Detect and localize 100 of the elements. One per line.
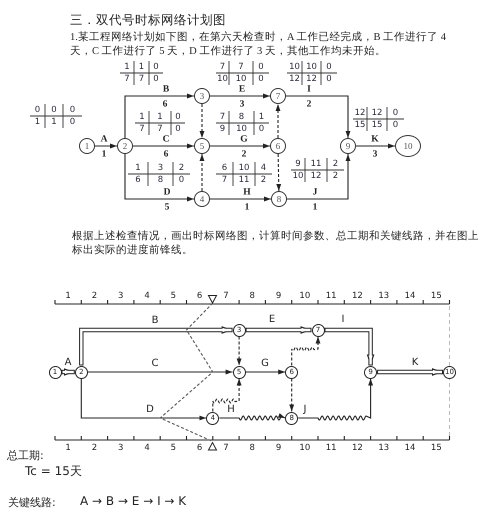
total-duration-label: 总工期: — [7, 450, 44, 461]
scale-number: 14 — [404, 292, 416, 300]
edge-label: I — [342, 315, 344, 325]
duration-label: 3 — [372, 150, 378, 160]
section-title: 三．双代号时标网络计划图 — [70, 14, 226, 26]
time-parameter: 0 — [175, 112, 181, 122]
double-line-arrow — [377, 368, 443, 376]
time-parameter: 2 — [260, 176, 266, 184]
time-parameter: 9 — [295, 160, 301, 168]
time-parameter: 10 — [238, 164, 250, 172]
edge-label: K — [371, 135, 379, 145]
time-parameter: 1 — [157, 112, 163, 122]
arrow — [133, 144, 194, 148]
edge-label: C — [162, 135, 170, 145]
time-parameter: 12 — [354, 108, 366, 118]
edge-label: J — [312, 188, 318, 198]
edge-label: E — [268, 315, 276, 325]
edge-label: G — [240, 135, 248, 145]
time-parameter: 0 — [34, 106, 40, 114]
scale-number: 4 — [144, 444, 150, 452]
time-parameter: 10 — [236, 74, 246, 84]
time-parameter: 0 — [392, 120, 398, 130]
arrow — [88, 370, 233, 374]
scale-number: 15 — [430, 444, 442, 452]
edge-label: J — [304, 405, 306, 415]
edge-label: A — [64, 358, 72, 368]
duration-label: 2 — [306, 100, 312, 110]
time-parameter: 10 — [292, 172, 304, 180]
time-parameter: 11 — [310, 160, 322, 168]
edge-label: K — [412, 358, 418, 368]
dashed-arrow — [200, 104, 204, 138]
time-parameter: 1 — [135, 164, 141, 172]
scale-number: 7 — [223, 292, 229, 300]
time-parameter: 0 — [153, 62, 159, 72]
time-parameter: 0 — [175, 124, 181, 134]
scale-number: 1 — [65, 292, 71, 300]
time-parameter: 1 — [51, 118, 57, 126]
time-parameter: 12 — [306, 74, 317, 84]
scale-number: 4 — [144, 292, 150, 300]
double-line-arrow — [246, 326, 312, 334]
time-parameter: 1 — [138, 62, 144, 72]
edge-label: H — [227, 405, 235, 415]
duration-label: 6 — [162, 100, 168, 110]
critical-path-label: 关键线路: — [8, 497, 56, 508]
time-parameter: 10 — [289, 62, 300, 72]
time-parameter: 7 — [222, 176, 228, 184]
question-text: 根据上述检查情况，画出时标网络图，计算时间参数、总工期和关键线路，并在图上标出实际的进度前锋线。 — [72, 230, 480, 258]
time-parameter: 0 — [326, 62, 332, 72]
total-duration-value: Tc = 15天 — [25, 465, 82, 477]
arrow — [210, 144, 270, 148]
dashed-arrow — [289, 378, 294, 412]
dashed-arrow — [276, 104, 280, 138]
duration-label: 1 — [102, 150, 106, 160]
dashed-arrow — [212, 378, 242, 412]
time-parameter: 10 — [306, 62, 317, 72]
edge-label: C — [152, 359, 158, 369]
check-date-marker — [208, 294, 218, 303]
dashed-arrow — [236, 336, 242, 366]
time-parameter: 0 — [51, 106, 57, 114]
scale-number: 8 — [250, 292, 255, 300]
time-parameter: 0 — [70, 106, 76, 114]
time-parameter: 1 — [124, 62, 130, 72]
scale-number: 12 — [352, 444, 363, 452]
duration-label: 2 — [242, 150, 246, 160]
double-line-arrow — [79, 326, 233, 366]
time-parameter: 1 — [34, 118, 40, 126]
scale-number: 9 — [276, 444, 282, 452]
time-parameter: 15 — [372, 120, 382, 130]
time-parameter: 0 — [258, 62, 264, 72]
time-parameter: 0 — [153, 74, 159, 84]
arrow — [95, 144, 117, 148]
time-parameter: 9 — [220, 124, 226, 134]
scale-number: 13 — [378, 292, 390, 300]
node-circle: 9 — [340, 138, 356, 154]
node-circle: 6 — [270, 138, 286, 154]
scale-number: 6 — [196, 444, 202, 452]
time-parameter: 7 — [238, 62, 244, 72]
time-parameter: 2 — [178, 164, 184, 172]
arrow — [287, 154, 350, 200]
time-parameter: 15 — [354, 120, 366, 130]
scale-number: 2 — [92, 292, 98, 300]
time-parameter: 7 — [138, 74, 144, 84]
time-parameter: 0 — [258, 74, 264, 84]
arrow — [286, 95, 350, 138]
arrow — [210, 94, 270, 98]
time-parameter: 10 — [236, 124, 247, 134]
scale-number: 6 — [196, 292, 202, 300]
scale-number: 2 — [92, 444, 98, 452]
edge-label: D — [146, 405, 154, 415]
edge-label: E — [238, 84, 246, 94]
time-parameter: 11 — [238, 176, 250, 184]
node-circle: 1 — [79, 138, 95, 154]
scale-number: 10 — [299, 292, 310, 300]
duration-label: 6 — [164, 150, 168, 160]
scale-number: 8 — [250, 444, 255, 452]
time-parameter: 0 — [178, 176, 184, 184]
edge-label: A — [100, 135, 108, 145]
scale-number: 3 — [118, 444, 124, 452]
arrow — [246, 370, 286, 374]
time-parameter: 1 — [139, 112, 145, 122]
